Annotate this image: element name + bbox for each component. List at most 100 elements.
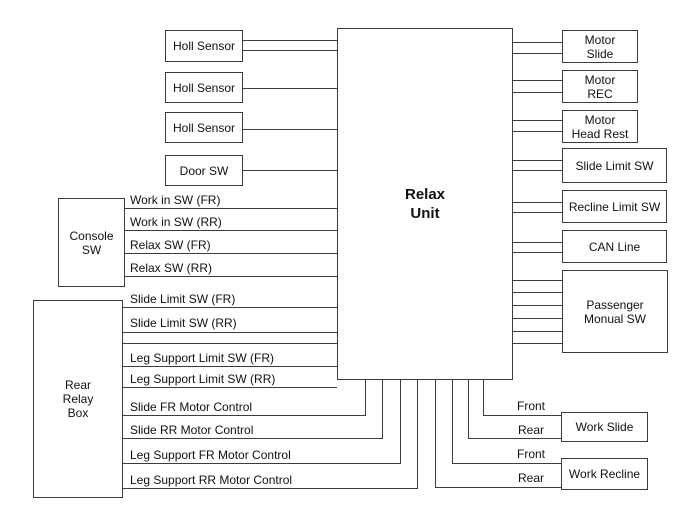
wire-label-slide-rr-motor-control: Slide RR Motor Control [130,423,254,437]
slide-limit-sw-label: Slide Limit SW [575,158,654,173]
wire-holl-sensor-2 [243,88,337,89]
wire-motor-rec-a [513,80,562,81]
wire-holl-sensor-3 [243,129,337,130]
wire-riser-work-slide-rear [468,380,469,438]
wire-relax-sw-fr [125,253,337,254]
work-recline-label: Work Recline [568,467,641,481]
wire-label-work-in-sw-fr: Work in SW (FR) [130,193,221,207]
box-holl-sensor-1: Holl Sensor [165,30,243,62]
wire-passenger-2 [513,292,562,293]
wire-unlabeled [123,343,337,344]
wire-can-line-b [513,252,562,253]
wire-label-work-slide-front: Front [517,399,546,413]
wire-label-work-recline-front: Front [517,447,546,461]
wire-motor-head-rest-a [513,120,562,121]
wire-label-slide-limit-sw-fr: Slide Limit SW (FR) [130,292,236,306]
wire-label-work-slide-rear: Rear [518,423,545,437]
wire-label-relax-sw-rr: Relax SW (RR) [130,261,213,275]
wire-riser-slide-rr [382,380,383,438]
relax-unit-label-line1: Relax [404,186,446,203]
wire-work-in-sw-rr [125,230,337,231]
wire-slide-limit-sw-a [513,160,562,161]
wire-slide-rr-motor-control [123,438,383,439]
motor-rec-label-line1: Motor [584,72,616,87]
wire-holl-sensor-1-b [243,50,337,51]
box-work-recline: Work Recline [561,458,648,490]
wire-work-recline-front [452,463,561,464]
wire-riser-work-slide-front [483,380,484,415]
work-slide-label: Work Slide [575,420,634,434]
box-recline-limit-sw: Recline Limit SW [562,190,667,223]
wire-motor-head-rest-b [513,131,562,132]
wire-work-slide-front [483,415,561,416]
rear-relay-box-label-line1: Rear [64,378,91,392]
wire-riser-leg-rr [417,380,418,488]
passenger-monual-sw-label-line1: Passenger [586,297,644,312]
motor-rec-label-line2: REC [587,86,613,101]
wire-label-leg-support-fr-motor-control: Leg Support FR Motor Control [130,448,291,462]
wire-motor-slide-b [513,53,562,54]
wire-riser-leg-fr [400,380,401,463]
motor-slide-label-line1: Motor [584,32,616,47]
box-motor-head-rest: Motor Head Rest [562,110,638,143]
rear-relay-box-label-line2: Relay [62,392,94,406]
recline-limit-sw-label: Recline Limit SW [568,199,661,214]
motor-head-rest-label-line2: Head Rest [571,126,629,141]
wire-passenger-6 [513,343,562,344]
wire-motor-rec-b [513,92,562,93]
wire-riser-work-recline-rear [435,380,436,487]
wire-motor-slide-a [513,42,562,43]
box-console-sw: Console SW [58,198,125,287]
wire-slide-fr-motor-control [123,415,366,416]
box-holl-sensor-2: Holl Sensor [165,72,243,103]
wire-label-slide-limit-sw-rr: Slide Limit SW (RR) [130,316,237,330]
wire-work-slide-rear [468,438,561,439]
wire-label-relax-sw-fr: Relax SW (FR) [130,238,211,252]
box-passenger-monual-sw: Passenger Monual SW [562,270,668,353]
wire-holl-sensor-1-a [243,40,337,41]
wire-label-work-in-sw-rr: Work in SW (RR) [130,215,222,229]
wire-passenger-1 [513,280,562,281]
wire-leg-support-limit-sw-rr [123,387,337,388]
wire-label-leg-support-rr-motor-control: Leg Support RR Motor Control [130,473,293,487]
motor-head-rest-label-line1: Motor [584,112,616,127]
box-can-line: CAN Line [562,230,667,263]
wire-label-work-recline-rear: Rear [518,471,545,485]
box-relax-unit: Relax Unit [337,28,513,380]
wire-work-recline-rear [435,487,561,488]
box-motor-rec: Motor REC [562,70,638,103]
wire-can-line-a [513,242,562,243]
wire-slide-limit-sw-b [513,170,562,171]
holl-sensor-2-label: Holl Sensor [172,80,236,95]
wire-recline-limit-sw-b [513,212,562,213]
passenger-monual-sw-label-line2: Monual SW [583,311,647,326]
wire-riser-work-recline-front [452,380,453,463]
wire-recline-limit-sw-a [513,202,562,203]
holl-sensor-3-label: Holl Sensor [172,120,236,135]
wire-slide-limit-sw-rr [123,332,337,333]
door-sw-label: Door SW [179,163,229,178]
wire-label-slide-fr-motor-control: Slide FR Motor Control [130,400,253,414]
console-sw-label-line2: SW [81,242,102,257]
wire-label-leg-support-limit-sw-fr: Leg Support Limit SW (FR) [130,351,275,365]
box-motor-slide: Motor Slide [562,30,638,63]
console-sw-label-line1: Console [69,228,114,243]
wire-door-sw [243,170,337,171]
wire-label-leg-support-limit-sw-rr: Leg Support Limit SW (RR) [130,372,276,386]
holl-sensor-1-label: Holl Sensor [172,39,236,53]
box-holl-sensor-3: Holl Sensor [165,112,243,143]
motor-slide-label-line2: Slide [586,46,614,61]
box-rear-relay-box: Rear Relay Box [33,300,123,498]
box-door-sw: Door SW [165,155,243,186]
wire-leg-support-rr-motor-control [123,488,418,489]
wire-passenger-3 [513,305,562,306]
box-slide-limit-sw: Slide Limit SW [562,148,667,183]
wire-passenger-4 [513,318,562,319]
wire-riser-slide-fr [365,380,366,415]
wire-passenger-5 [513,331,562,332]
box-work-slide: Work Slide [561,412,648,442]
relax-unit-label-line2: Unit [410,205,440,222]
wire-leg-support-fr-motor-control [123,463,401,464]
wire-work-in-sw-fr [125,208,337,209]
